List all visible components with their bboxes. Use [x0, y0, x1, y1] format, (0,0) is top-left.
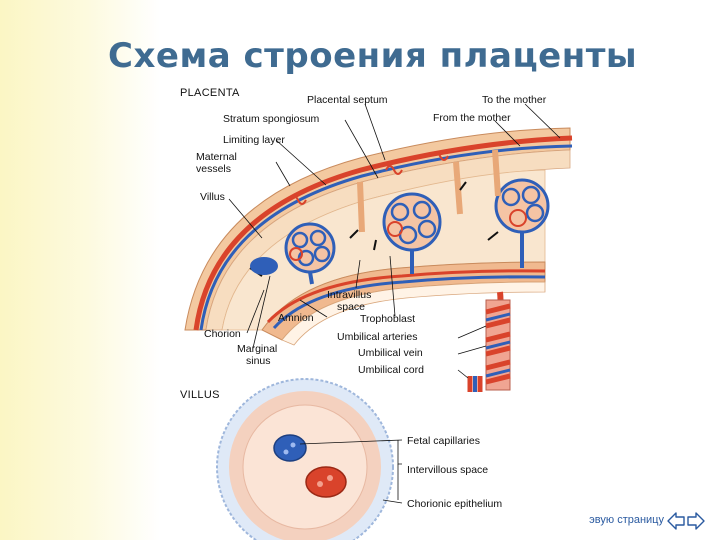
label-fetal-capillaries: Fetal capillaries — [407, 435, 480, 447]
slide-title: Схема строения плаценты — [108, 36, 638, 76]
placental-septa — [357, 149, 501, 233]
label-to-the-mother: To the mother — [482, 94, 547, 106]
marginal-sinus — [250, 257, 278, 275]
chorionic-vein — [272, 275, 546, 330]
leader-lines — [228, 103, 561, 379]
label-chorionic-epithelium: Chorionic epithelium — [407, 498, 502, 510]
villus-section — [216, 378, 403, 540]
label-limiting-layer: Limiting layer — [223, 134, 285, 146]
villus-heading: VILLUS — [180, 389, 220, 401]
nav-link-text[interactable]: эвую страницу — [589, 514, 664, 526]
villus-stems — [308, 232, 524, 285]
fetal-capillary-blue — [273, 434, 307, 462]
maternal-artery — [193, 135, 573, 331]
label-space: space — [337, 301, 365, 313]
maternal-spiral-vessels — [289, 151, 449, 205]
villus-tree-2 — [382, 192, 442, 252]
umbilical-cord — [467, 291, 511, 392]
label-amnion: Amnion — [278, 312, 314, 324]
label-vessels: vessels — [196, 163, 231, 175]
label-marginal: Marginal — [237, 343, 277, 355]
label-umbilical-vein: Umbilical vein — [358, 347, 423, 359]
label-intravillus: Intravillus — [327, 289, 371, 301]
placenta-heading: PLACENTA — [180, 87, 240, 99]
chorionic-artery — [266, 269, 546, 324]
label-placental-septum: Placental septum — [307, 94, 388, 106]
label-from-the-mother: From the mother — [433, 112, 511, 124]
nav-arrows — [667, 512, 705, 530]
side-gradient — [0, 0, 160, 540]
label-umbilical-cord: Umbilical cord — [358, 364, 424, 376]
maternal-vein — [199, 144, 573, 331]
label-trophoblast: Trophoblast — [360, 313, 415, 325]
villus-leader-lines — [299, 439, 403, 504]
villus-tree-1 — [284, 222, 336, 274]
label-sinus: sinus — [246, 355, 271, 367]
label-villus: Villus — [200, 191, 225, 203]
villus-stroma — [242, 404, 368, 530]
amnion-layer — [281, 281, 546, 346]
label-umbilical-arteries: Umbilical arteries — [337, 331, 418, 343]
flow-arrows — [249, 181, 499, 277]
label-intervillous-space: Intervillous space — [407, 464, 488, 476]
fetal-capillary-red — [305, 466, 347, 498]
label-chorion: Chorion — [204, 328, 241, 340]
arrow-left-icon[interactable] — [667, 512, 685, 530]
placenta-section — [184, 103, 573, 392]
arrow-right-icon[interactable] — [687, 512, 705, 530]
label-stratum-spongiosum: Stratum spongiosum — [223, 113, 320, 125]
label-maternal: Maternal — [196, 151, 237, 163]
villus-tree-3 — [494, 178, 550, 234]
